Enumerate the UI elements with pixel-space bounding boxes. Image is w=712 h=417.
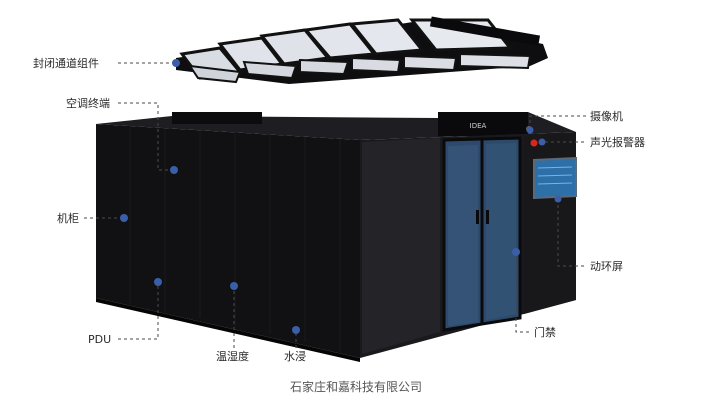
label-env-screen: 动环屏: [590, 260, 623, 273]
aisle-roof-frame: [176, 16, 548, 84]
label-access-control: 门禁: [534, 326, 556, 339]
label-water-leak: 水浸: [284, 350, 306, 363]
label-cabinet: 机柜: [57, 212, 79, 225]
cabinet-block: [96, 112, 577, 362]
leader-lines: [84, 62, 586, 348]
company-caption: 石家庄和嘉科技有限公司: [289, 380, 422, 394]
label-enclosed-aisle: 封闭通道组件: [33, 57, 99, 70]
label-pdu: PDU: [88, 333, 112, 346]
brand-logo: IDEA: [470, 122, 487, 130]
marker-dots: [120, 59, 562, 334]
label-camera: 摄像机: [590, 110, 623, 123]
label-ac-terminal: 空调终端: [66, 97, 110, 110]
label-alarm: 声光报警器: [590, 136, 645, 149]
label-temp-humidity: 温湿度: [216, 350, 249, 363]
